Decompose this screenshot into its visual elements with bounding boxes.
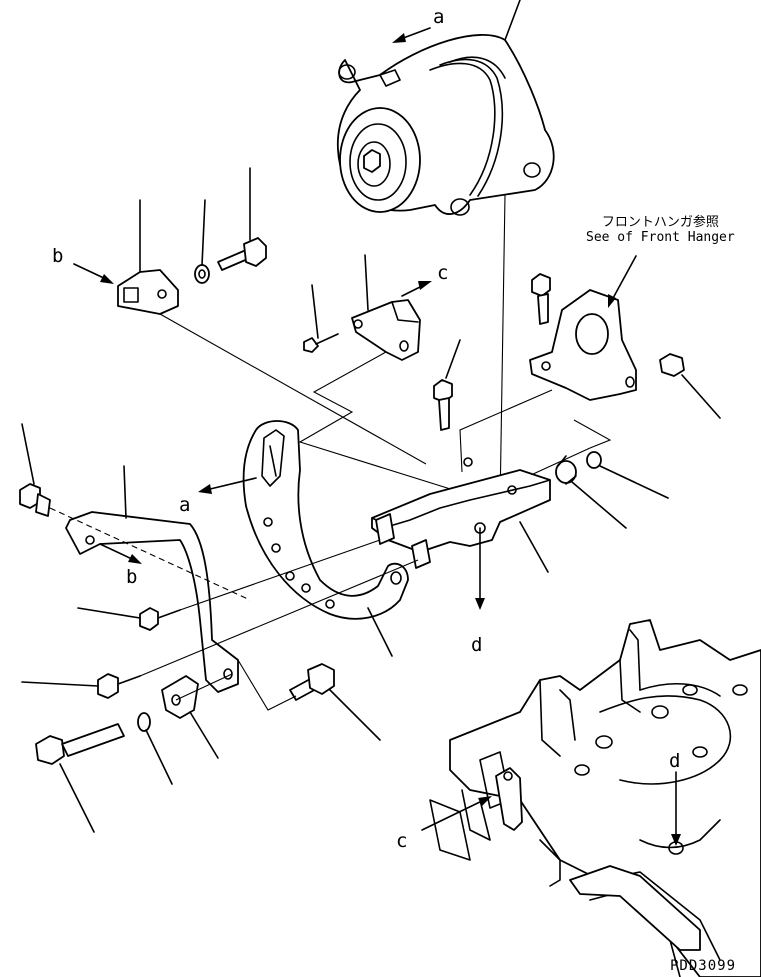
main-bracket (371, 457, 551, 573)
arrow-b-top (73, 263, 114, 284)
bolt-long (35, 723, 125, 833)
guide-line-c (298, 351, 461, 493)
guide-line-bottom (237, 659, 297, 711)
bolt-center (433, 339, 461, 431)
arrow-c-bottom (421, 796, 492, 831)
callout-a-top: a (433, 6, 445, 28)
callout-d-top: d (471, 634, 483, 656)
spacer-right (555, 455, 627, 529)
front-hanger-note: フロントハンガ参照 See of Front Hanger (586, 215, 735, 246)
guide-line-spacer (519, 419, 612, 481)
guide-line-spacer-bottom (175, 673, 233, 701)
bracket-c (351, 254, 421, 361)
washer-top (194, 199, 210, 284)
nut-right (659, 353, 721, 419)
arrow-front-hanger (608, 255, 637, 308)
guide-line-bolt-1 (49, 507, 251, 601)
bolt-small-c (303, 284, 339, 353)
callout-c-top: c (437, 262, 449, 284)
small-bracket-b (117, 199, 179, 315)
front-hanger (529, 289, 637, 401)
drawing-code: PDD3099 (670, 958, 737, 974)
spacer-bottom (161, 675, 219, 759)
note-english: See of Front Hanger (586, 229, 735, 245)
guide-line-bolt-3 (139, 559, 419, 677)
washer-right (586, 451, 669, 499)
bolt-bottom-center (289, 663, 381, 741)
bolt-hanger (531, 273, 551, 325)
callout-b-top: b (52, 245, 64, 267)
alternator (336, 0, 555, 216)
note-japanese: フロントハンガ参照 (601, 215, 719, 230)
guide-line-alternator (499, 194, 506, 506)
guide-line-hanger (459, 389, 553, 473)
callout-a-bottom: a (179, 494, 191, 516)
long-bracket-b (65, 465, 239, 693)
bolt-left-3 (21, 673, 141, 699)
bolt-left-1 (19, 423, 51, 517)
guide-line-bolt-2 (179, 539, 381, 611)
head-bracket-c (495, 767, 523, 831)
guide-line-b (159, 313, 427, 465)
arrow-a-top (392, 27, 431, 43)
arrow-d-bottom (671, 771, 681, 846)
arrow-b-bottom (99, 543, 142, 564)
arrow-a-bottom (198, 477, 257, 494)
washer-bottom (137, 712, 173, 785)
callout-d-bottom: d (669, 750, 681, 772)
arrow-c-top (401, 281, 432, 297)
callout-b-bottom: b (126, 566, 138, 588)
bolt-top (217, 167, 267, 271)
arrow-d-top (475, 527, 485, 610)
bolt-left-2 (77, 607, 181, 631)
callout-c-bottom: c (396, 830, 408, 852)
